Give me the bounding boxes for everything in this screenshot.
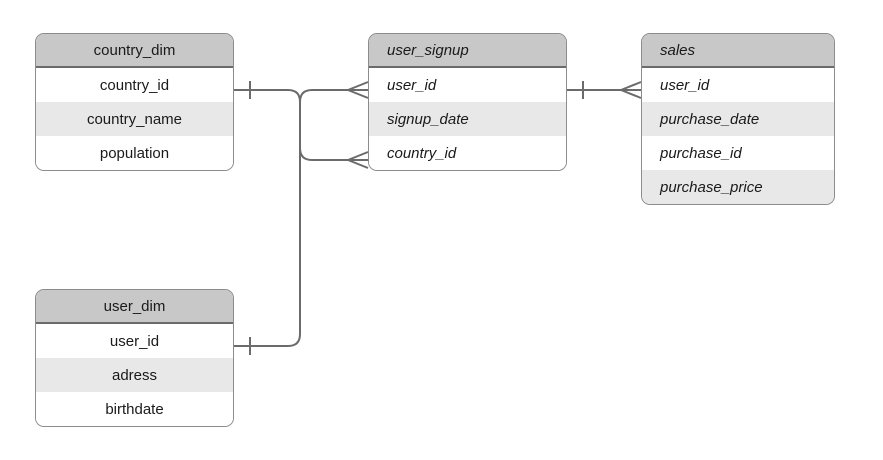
entity-sales[interactable]: sales user_id purchase_date purchase_id … xyxy=(641,33,835,205)
entity-title-user_signup: user_signup xyxy=(369,34,566,68)
entity-title-sales: sales xyxy=(642,34,834,68)
column-purchase_date[interactable]: purchase_date xyxy=(642,102,834,136)
column-user_id[interactable]: user_id xyxy=(369,68,566,102)
column-country_name[interactable]: country_name xyxy=(36,102,233,136)
column-purchase_price[interactable]: purchase_price xyxy=(642,170,834,204)
connector-junction-to-user-signup-user-id xyxy=(299,89,348,103)
entity-title-country_dim: country_dim xyxy=(36,34,233,68)
column-user_id[interactable]: user_id xyxy=(642,68,834,102)
column-user_id[interactable]: user_id xyxy=(36,324,233,358)
column-purchase_id[interactable]: purchase_id xyxy=(642,136,834,170)
entity-user_signup[interactable]: user_signup user_id signup_date country_… xyxy=(368,33,567,171)
cardinality-many-user-signup-country-id xyxy=(347,151,369,169)
column-birthdate[interactable]: birthdate xyxy=(36,392,233,426)
column-country_id[interactable]: country_id xyxy=(36,68,233,102)
entity-user_dim[interactable]: user_dim user_id adress birthdate xyxy=(35,289,234,427)
column-adress[interactable]: adress xyxy=(36,358,233,392)
connector-country-dim-to-user-signup xyxy=(234,89,348,161)
entity-title-user_dim: user_dim xyxy=(36,290,233,324)
entity-country_dim[interactable]: country_dim country_id country_name popu… xyxy=(35,33,234,171)
connector-user-dim-to-user-signup xyxy=(234,102,301,347)
cardinality-many-sales-user-id xyxy=(620,81,642,99)
cardinality-many-user-signup-user-id xyxy=(347,81,369,99)
column-signup_date[interactable]: signup_date xyxy=(369,102,566,136)
column-country_id[interactable]: country_id xyxy=(369,136,566,170)
column-population[interactable]: population xyxy=(36,136,233,170)
